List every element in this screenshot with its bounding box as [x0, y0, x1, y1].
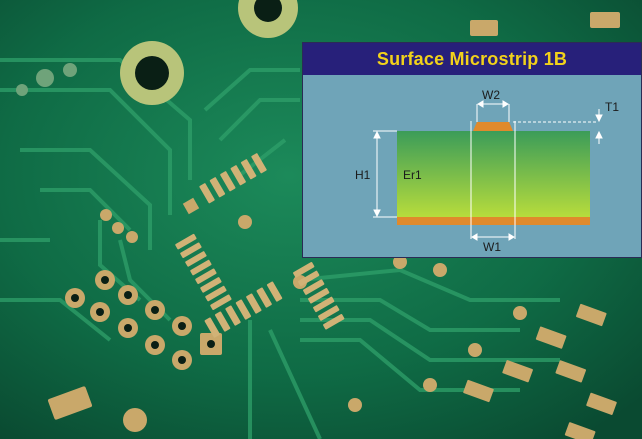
pcb-ic-pads-left [175, 233, 232, 310]
diagram-header: Surface Microstrip 1B [303, 43, 641, 75]
microstrip-cross-section: W2 T1 H1 Er1 W1 [355, 88, 619, 254]
pcb-ic-pads-bottom [204, 281, 283, 338]
ground-plane [397, 217, 590, 225]
pcb-smd-pads [463, 303, 617, 439]
pcb-ic-pads-right [293, 262, 345, 330]
label-w2: W2 [482, 88, 500, 102]
pcb-ic-pads-top [199, 153, 267, 204]
pcb-vias [16, 0, 298, 105]
dimension-arrows [373, 100, 603, 241]
dimension-guides [373, 104, 598, 239]
microstrip-diagram-panel: W2 T1 H1 Er1 W1 Surface Microstrip 1B [302, 42, 642, 258]
label-h1: H1 [355, 168, 371, 182]
dielectric-layer [397, 131, 590, 217]
pcb-corner-pads [48, 12, 620, 432]
label-w1: W1 [483, 240, 501, 254]
label-t1: T1 [605, 100, 619, 114]
diagram-title: Surface Microstrip 1B [376, 49, 568, 69]
pcb-hole-centers [71, 276, 215, 364]
signal-trace [473, 122, 513, 131]
label-er1: Er1 [403, 168, 422, 182]
